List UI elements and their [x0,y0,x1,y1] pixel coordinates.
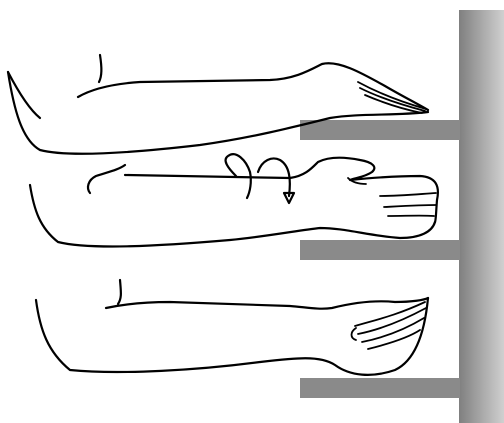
shelf-bottom [300,378,460,398]
wall [459,10,504,423]
arm-palm-up [36,280,428,375]
arm-rotating [30,158,438,247]
shelf-middle [300,240,460,260]
shelf-top [300,120,460,140]
